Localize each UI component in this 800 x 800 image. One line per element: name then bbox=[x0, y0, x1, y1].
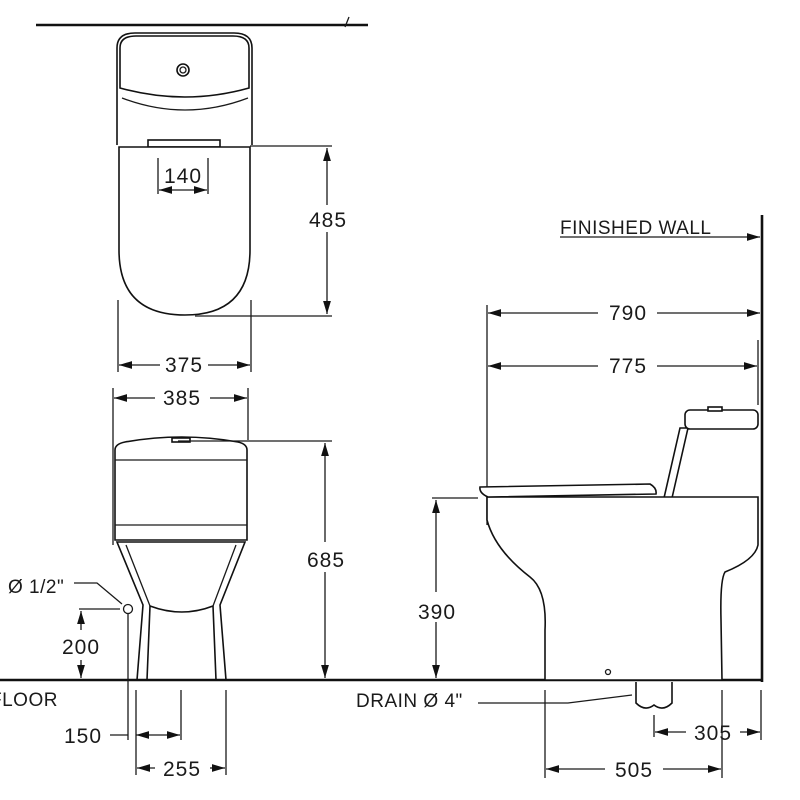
inlet-label: Ø 1/2" bbox=[8, 577, 64, 598]
flush-button-inner bbox=[179, 66, 187, 74]
seat-hinge bbox=[147, 139, 221, 148]
inlet-leader bbox=[74, 582, 123, 605]
dim-label-150: 150 bbox=[64, 725, 102, 748]
wall-break-mark bbox=[344, 16, 350, 28]
finished-wall-label: FINISHED WALL bbox=[560, 218, 712, 239]
drain-leader bbox=[478, 694, 633, 704]
dim-label-685: 685 bbox=[307, 549, 345, 572]
dim-label-385: 385 bbox=[163, 387, 201, 410]
flush-button-front bbox=[171, 437, 191, 443]
side-view: FINISHED WALL 790 775 390 DRAIN Ø 4" 305 bbox=[356, 215, 764, 782]
dim-label-375: 375 bbox=[165, 354, 203, 377]
tank-lid-side bbox=[684, 409, 759, 430]
dim-label-390: 390 bbox=[418, 601, 456, 624]
tank-neck-side bbox=[662, 427, 690, 499]
bowl-side bbox=[486, 496, 759, 681]
bowl-inner-lines bbox=[125, 544, 237, 607]
top-view: 140 485 375 bbox=[36, 16, 368, 377]
drain-label: DRAIN Ø 4" bbox=[356, 691, 463, 712]
tank-front bbox=[114, 436, 248, 541]
bowl-front bbox=[115, 541, 247, 681]
drain-pipe bbox=[635, 682, 673, 709]
seat-lid-top bbox=[118, 146, 251, 316]
flush-button-icon bbox=[176, 63, 190, 77]
seat-side bbox=[479, 483, 657, 498]
dim-label-140: 140 bbox=[164, 165, 202, 188]
fixing-hole-icon bbox=[604, 668, 612, 676]
dim-label-200: 200 bbox=[62, 636, 100, 659]
front-view: 385 685 Ø 1/2" 200 FLOOR 150 255 bbox=[0, 387, 763, 781]
floor-label: FLOOR bbox=[0, 690, 58, 711]
dim-label-790: 790 bbox=[609, 302, 647, 325]
tank-lid-edge bbox=[121, 97, 249, 111]
water-inlet-icon bbox=[122, 603, 134, 615]
dim-label-305: 305 bbox=[694, 722, 732, 745]
dim-label-775: 775 bbox=[609, 355, 647, 378]
dim-label-505: 505 bbox=[615, 759, 653, 782]
flush-button-side bbox=[707, 406, 723, 412]
dim-label-485: 485 bbox=[309, 209, 347, 232]
dim-label-255: 255 bbox=[163, 758, 201, 781]
